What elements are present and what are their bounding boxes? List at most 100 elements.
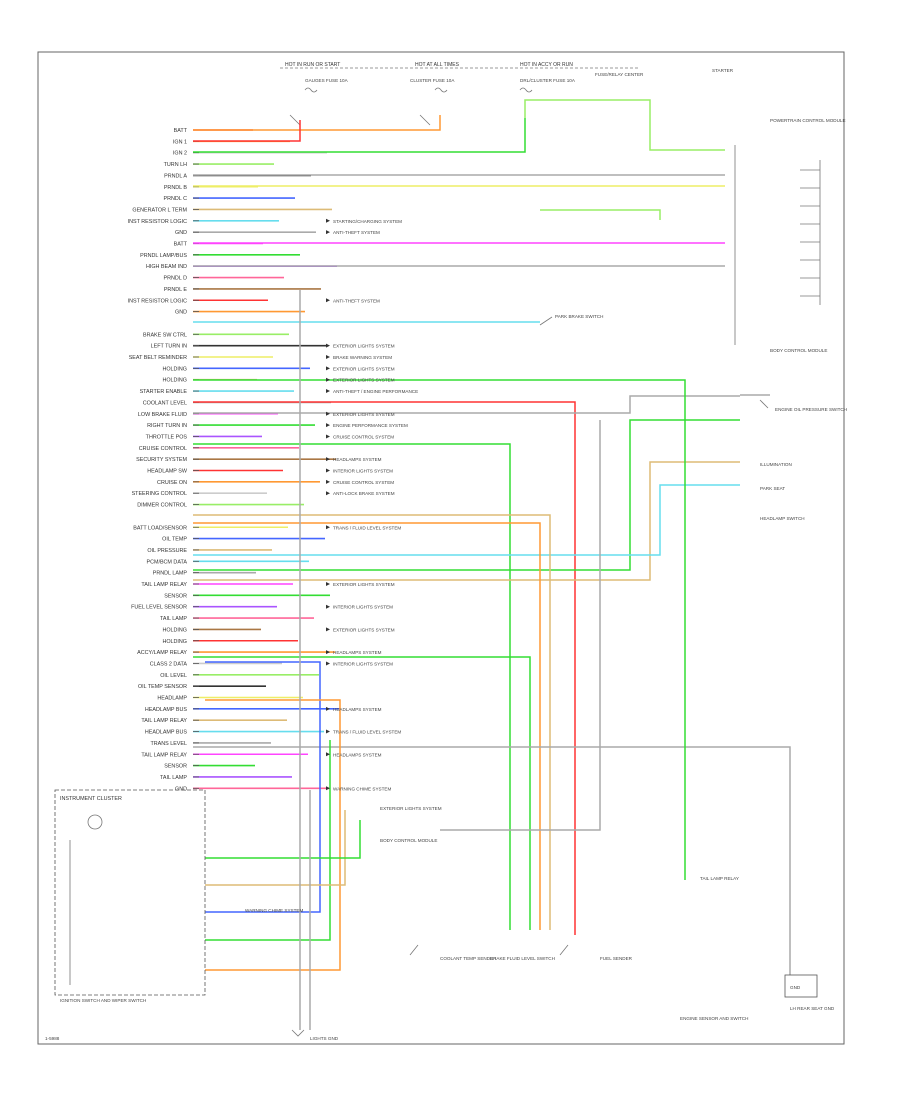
- diagram-frame: [37, 51, 845, 1045]
- fuse-icon: [304, 87, 318, 93]
- pin-label: SEAT BELT REMINDER: [129, 355, 187, 361]
- pin-label: GND: [175, 786, 187, 792]
- wire: [193, 746, 791, 975]
- connector-arrow-icon: [326, 479, 330, 484]
- system-note: STARTING/CHARGING SYSTEM: [333, 219, 402, 224]
- connector-arrow-icon: [326, 423, 330, 428]
- connector-arrow-icon: [326, 343, 330, 348]
- pin-label: OIL PRESSURE: [147, 548, 187, 554]
- wire: [440, 420, 601, 831]
- wire: [205, 699, 341, 971]
- wire: [540, 209, 661, 220]
- connector-arrow-icon: [326, 604, 330, 609]
- instrument-cluster-box: [54, 789, 206, 996]
- connector-arrow-icon: [326, 230, 330, 235]
- pin-label: PCM/BCM DATA: [146, 559, 187, 565]
- wire: [193, 115, 441, 131]
- system-note: EXTERIOR LIGHTS SYSTEM: [333, 344, 395, 349]
- system-note: ANTI-THEFT SYSTEM: [333, 230, 380, 235]
- system-note: HEADLAMPS SYSTEM: [333, 457, 382, 462]
- system-note: EXTERIOR LIGHTS SYSTEM: [333, 627, 395, 632]
- pin-label: HEADLAMP BUS: [145, 707, 188, 713]
- cluster-gnd-label: LH REAR SEAT GND: [790, 1006, 835, 1011]
- tail-relay-box: [784, 974, 818, 998]
- pin-label: HEADLAMP BUS: [145, 730, 188, 736]
- pin-label: INST RESISTOR LOGIC: [128, 219, 188, 225]
- pin-label: PRNDL E: [164, 287, 188, 293]
- system-note: TRANS / FLUID LEVEL SYSTEM: [333, 730, 401, 735]
- pin-label: IGN 2: [173, 151, 187, 157]
- connector-arrow-icon: [326, 729, 330, 734]
- connector-arrow-icon: [326, 491, 330, 496]
- connector-arrow-icon: [326, 218, 330, 223]
- wire: [205, 661, 321, 913]
- fuel-sender-label: FUEL SENDER: [600, 956, 633, 961]
- connector-arrow-icon: [326, 525, 330, 530]
- fuse-icon: [519, 87, 533, 93]
- pin-label: HOLDING: [162, 627, 187, 633]
- pin-label: TAIL LAMP RELAY: [141, 582, 187, 588]
- system-note: EXTERIOR LIGHTS SYSTEM: [333, 582, 395, 587]
- pin-label: INST RESISTOR LOGIC: [128, 298, 188, 304]
- pin-label: HEADLAMP: [157, 696, 187, 702]
- system-note: INTERIOR LIGHTS SYSTEM: [333, 661, 393, 666]
- wire: [205, 740, 331, 941]
- wire: [193, 656, 531, 930]
- header-label-accy-run: HOT IN ACCY OR RUN: [520, 62, 573, 68]
- pin-label: PRNDL D: [164, 276, 188, 282]
- system-note: HEADLAMPS SYSTEM: [333, 650, 382, 655]
- switch-icon: [539, 316, 553, 326]
- bottom-components: EXTERIOR LIGHTS SYSTEM BODY CONTROL MODU…: [45, 806, 835, 1041]
- pin-label: IGN 1: [173, 139, 187, 145]
- connector-arrow-icon: [326, 582, 330, 586]
- pin-label: HIGH BEAM IND: [146, 264, 187, 270]
- system-note: INTERIOR LIGHTS SYSTEM: [333, 605, 393, 610]
- system-note: CRUISE CONTROL SYSTEM: [333, 480, 394, 485]
- gauge-icon: [87, 814, 103, 830]
- system-note-group: STARTING/CHARGING SYSTEM ANTI-THEFT SYSTE…: [326, 218, 418, 791]
- wire: [193, 118, 526, 153]
- pin-label: BATT: [174, 242, 188, 248]
- pin-label: STEERING CONTROL: [132, 491, 187, 497]
- wire: [193, 522, 541, 930]
- header-right-note: FUSE/RELAY CENTER: [595, 72, 644, 77]
- wire: [193, 443, 511, 930]
- connector-arrow-icon: [326, 457, 330, 462]
- system-note: EXTERIOR LIGHTS SYSTEM: [333, 378, 395, 383]
- pin-label: SENSOR: [164, 764, 187, 770]
- pin-label: TRANS LEVEL: [150, 741, 187, 747]
- wire: [193, 461, 740, 581]
- pin-label: RIGHT TURN IN: [147, 423, 187, 429]
- pin-label: CRUISE ON: [157, 480, 187, 486]
- footer-code: 1-5988: [45, 1036, 60, 1041]
- oil-switch-label: ENGINE OIL PRESSURE SWITCH: [775, 407, 847, 412]
- illumination-label: ILLUMINATION: [760, 462, 792, 467]
- system-note: BRAKE WARNING SYSTEM: [333, 355, 392, 360]
- wire-group: [193, 99, 820, 1030]
- system-note: ANTI-THEFT / ENGINE PERFORMANCE: [333, 389, 418, 394]
- bottom-left-caption: IGNITION SWITCH AND WIPER SWITCH: [60, 998, 146, 1003]
- pin-label: GND: [175, 230, 187, 236]
- pin-label: TAIL LAMP: [160, 775, 187, 781]
- connector-arrow-icon: [326, 650, 330, 655]
- pin-label: HOLDING: [162, 639, 187, 645]
- starter-switch-label: ENGINE SENSOR AND SWITCH: [680, 1016, 748, 1021]
- pin-label: HEADLAMP SW: [147, 469, 188, 475]
- bottom-label-3: LIGHTS GND: [310, 1036, 339, 1041]
- pin-label: GENERATOR L TERM: [132, 207, 187, 213]
- connector-arrow-icon: [326, 786, 330, 791]
- pin-label: BATT: [174, 128, 188, 134]
- park-seat-label: PARK SEAT: [760, 486, 785, 491]
- pin-label: OIL TEMP SENSOR: [138, 684, 187, 690]
- switch-icon: [759, 399, 769, 409]
- fuse-icon: [289, 114, 301, 126]
- wire: [193, 419, 740, 571]
- system-note: ENGINE PERFORMANCE SYSTEM: [333, 423, 408, 428]
- pin-label: LEFT TURN IN: [151, 344, 187, 350]
- pin-label: COOLANT LEVEL: [143, 400, 187, 406]
- pin-label: TURN LH: [164, 162, 187, 168]
- header: HOT IN RUN OR START HOT AT ALL TIMES HOT…: [280, 62, 644, 126]
- wire: [193, 379, 686, 880]
